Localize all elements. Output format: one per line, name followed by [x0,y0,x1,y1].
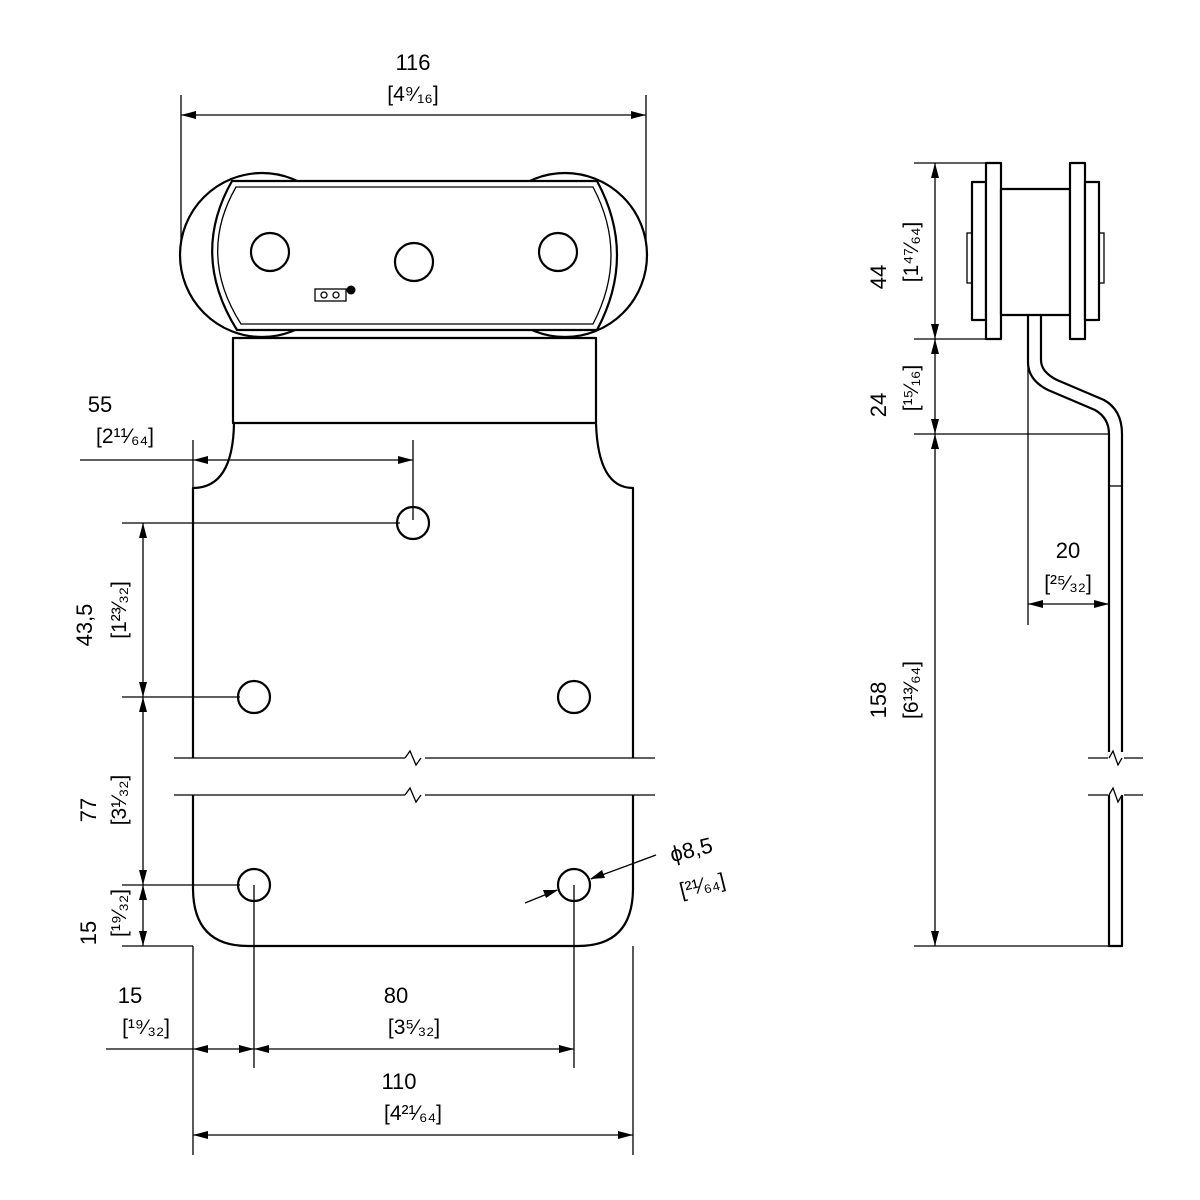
dim-24-value: 24 [866,393,891,417]
dim-44-inch: [1⁴⁷⁄₆₄] [900,222,923,283]
side-axle-hub [999,187,1072,317]
dim-15-vertical-value: 15 [76,921,101,945]
dim-55-inch: [2¹¹⁄₆₄] [96,425,154,448]
dim-43-5-value: 43,5 [72,604,97,647]
plate-hole-mid-right [556,679,592,715]
neck [231,336,598,425]
dim-20-inch: [²⁵⁄₃₂] [1044,572,1092,595]
dim-77-inch: [3¹⁄₃₂] [108,775,131,826]
side-left-inner-disc [984,161,1003,341]
dim-diameter-value: ϕ8,5 [667,832,715,867]
carrier-hole-center [393,241,435,283]
dim-110-inch: [4²¹⁄₆₄] [384,1102,442,1125]
carrier-hole-left [249,231,291,273]
hanger-plate-lower [191,795,635,948]
break-symbol-bottom [404,786,422,804]
dim-158-value: 158 [866,682,891,719]
dim-43-5-inch: [1²³⁄₃₂] [108,581,131,639]
break-symbol-top [404,749,422,767]
dim-24-inch: [¹⁵⁄₁₆] [900,365,923,411]
dim-15-horizontal-inch: [¹⁹⁄₃₂] [122,1016,170,1039]
dim-80-inch: [3⁵⁄₃₂] [388,1016,440,1039]
dim-110-value: 110 [381,1069,416,1094]
adjuster-detail [314,285,356,302]
hanger-plate-upper [191,422,635,758]
side-dimensions: 44 [1⁴⁷⁄₆₄] 24 [¹⁵⁄₁₆] 158 [6¹³⁄₆₄] 20 [… [866,162,1109,947]
dim-158-inch: [6¹³⁄₆₄] [900,661,923,719]
side-right-inner-disc [1068,161,1087,341]
dim-15-vertical-inch: [¹⁹⁄₃₂] [108,889,131,937]
dim-55-value: 55 [88,392,112,417]
dim-44-value: 44 [866,265,891,289]
carrier-plate-inner-edge [217,186,612,325]
front-view [174,171,655,948]
dim-116-inch: [4⁹⁄₁₆] [387,83,438,106]
side-hanger-lower [1107,795,1124,948]
dim-15-horizontal-value: 15 [118,983,142,1008]
side-left-outer-disc [970,180,988,322]
side-view [966,161,1143,948]
side-right-outer-disc [1083,180,1101,322]
side-hanger-stem [1026,315,1111,758]
dim-116-value: 116 [395,50,430,75]
plate-hole-mid-left [236,679,272,715]
dim-80-value: 80 [384,983,408,1008]
carrier-hole-right [537,231,579,273]
dim-diameter-inch: [²¹⁄₆₄] [677,869,727,902]
dim-77-value: 77 [76,798,101,822]
dim-20-value: 20 [1056,538,1080,563]
